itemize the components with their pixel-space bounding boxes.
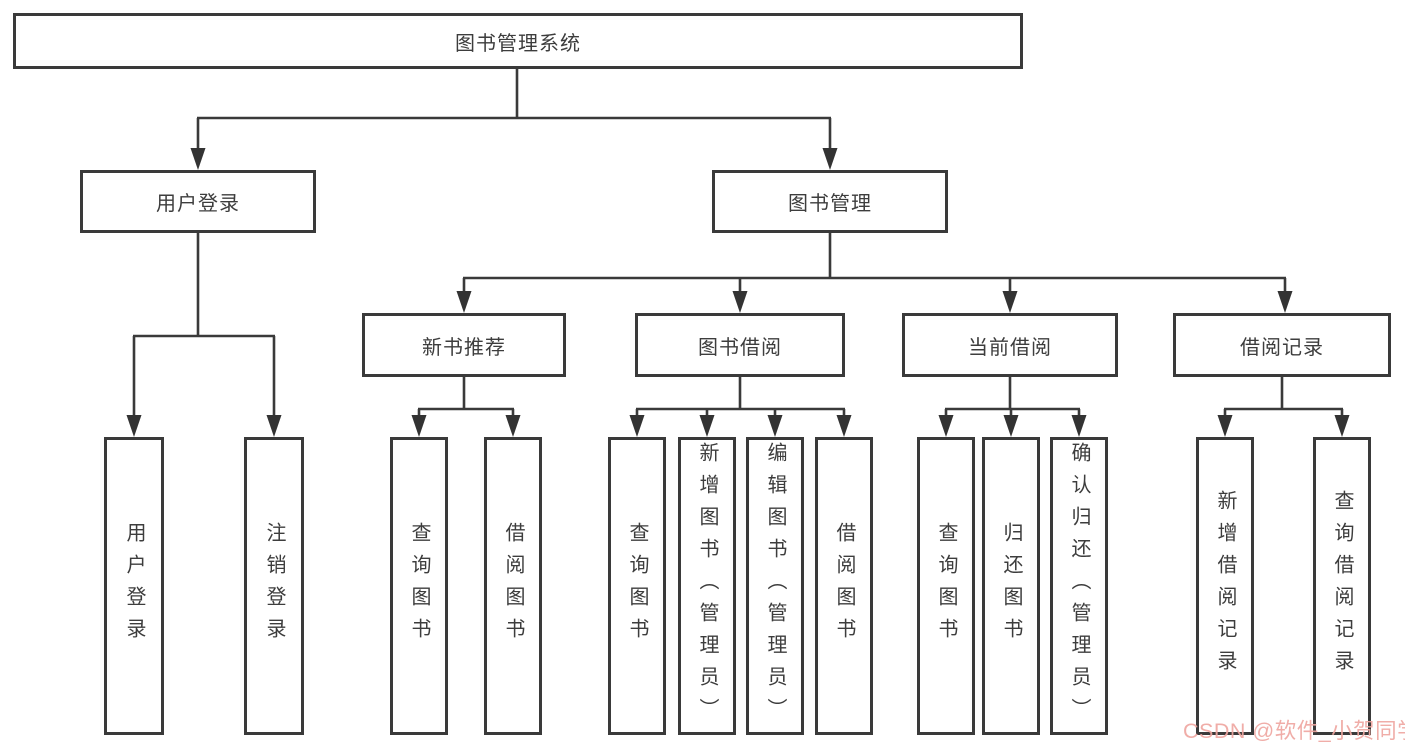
- leaf-query-borrow-record: 查询借阅记录: [1313, 437, 1371, 735]
- leaf-label: 查询图书: [935, 522, 957, 650]
- leaf-label: 查询图书: [408, 522, 430, 650]
- leaf-label: 借阅图书: [833, 522, 855, 650]
- leaf-label: 归还图书: [1000, 522, 1022, 650]
- watermark: CSDN @软件_小贺同学: [1183, 719, 1405, 743]
- leaf-label: 查询图书: [626, 522, 648, 650]
- leaf-return-books: 归还图书: [982, 437, 1040, 735]
- leaf-confirm-return-admin: 确认归还（管理员）: [1050, 437, 1108, 735]
- leaf-label: 用户登录: [123, 522, 145, 650]
- leaf-query-books-current: 查询图书: [917, 437, 975, 735]
- node-root-system: 图书管理系统: [13, 13, 1023, 69]
- leaf-label: 编辑图书（管理员）: [764, 442, 786, 730]
- node-current-borrow: 当前借阅: [902, 313, 1118, 377]
- leaf-label: 新增借阅记录: [1214, 490, 1236, 682]
- leaf-logout: 注销登录: [244, 437, 304, 735]
- leaf-user-login: 用户登录: [104, 437, 164, 735]
- node-label: 图书管理系统: [455, 32, 581, 55]
- node-new-book-recommend: 新书推荐: [362, 313, 566, 377]
- node-label: 新书推荐: [422, 336, 506, 359]
- arrowheads: [126, 148, 1350, 437]
- leaf-label: 借阅图书: [502, 522, 524, 650]
- leaf-label: 确认归还（管理员）: [1068, 442, 1090, 730]
- node-label: 图书借阅: [698, 336, 782, 359]
- leaf-label: 查询借阅记录: [1331, 490, 1353, 682]
- node-label: 借阅记录: [1240, 336, 1324, 359]
- node-label: 用户登录: [156, 193, 240, 215]
- leaf-label: 注销登录: [263, 522, 285, 650]
- leaf-query-books-recommend: 查询图书: [390, 437, 448, 735]
- leaf-borrow-books: 借阅图书: [815, 437, 873, 735]
- node-label: 当前借阅: [968, 336, 1052, 359]
- node-label: 图书管理: [788, 193, 872, 215]
- leaf-query-books-borrow: 查询图书: [608, 437, 666, 735]
- node-book-borrow: 图书借阅: [635, 313, 845, 377]
- leaf-add-books-admin: 新增图书（管理员）: [678, 437, 736, 735]
- leaf-edit-books-admin: 编辑图书（管理员）: [746, 437, 804, 735]
- node-borrow-records: 借阅记录: [1173, 313, 1391, 377]
- leaf-add-borrow-record: 新增借阅记录: [1196, 437, 1254, 735]
- leaf-label: 新增图书（管理员）: [696, 442, 718, 730]
- leaf-borrow-books-recommend: 借阅图书: [484, 437, 542, 735]
- node-user-login: 用户登录: [80, 170, 316, 233]
- node-book-management: 图书管理: [712, 170, 948, 233]
